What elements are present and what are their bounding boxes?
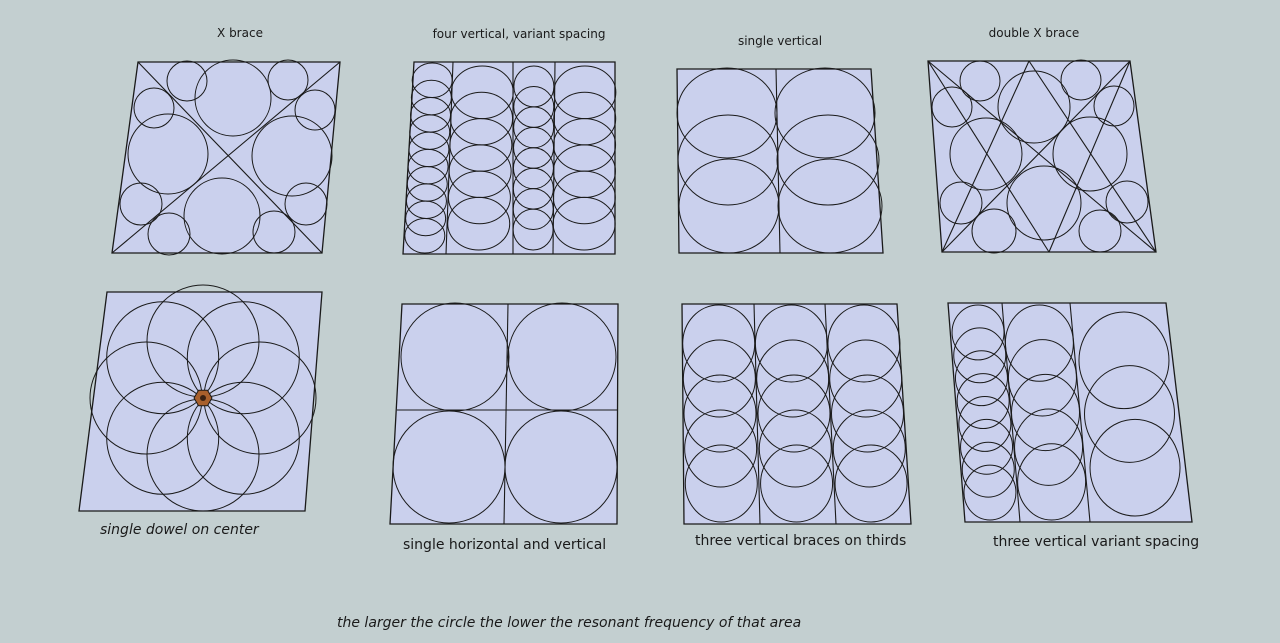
resonance-circle xyxy=(829,339,903,418)
resonance-circle xyxy=(1089,418,1181,517)
resonance-circle xyxy=(552,170,616,225)
resonance-circle xyxy=(684,409,758,488)
resonance-circle xyxy=(552,196,616,251)
resonance-circle xyxy=(956,373,1010,430)
panel-x-brace xyxy=(111,59,341,256)
panel-single-horizontal-vertical xyxy=(389,302,619,525)
resonance-circle xyxy=(827,304,901,383)
resonance-circle xyxy=(831,374,904,453)
resonance-circle xyxy=(1017,443,1087,521)
resonance-circle xyxy=(684,444,758,523)
resonance-circle xyxy=(682,304,756,383)
resonance-circle xyxy=(754,304,828,383)
resonance-circle xyxy=(1014,408,1084,486)
panel-double-x-brace xyxy=(927,59,1157,254)
resonance-circle xyxy=(1007,339,1077,417)
resonance-circle xyxy=(757,374,831,453)
resonance-circle xyxy=(1084,365,1175,463)
resonance-circle xyxy=(683,374,757,453)
label-three-vertical-thirds: three vertical braces on thirds xyxy=(695,533,906,549)
label-four-vertical: four vertical, variant spacing xyxy=(433,27,606,41)
label-x-brace: X brace xyxy=(217,26,263,40)
resonance-circle xyxy=(963,464,1017,521)
resonance-circle xyxy=(682,339,756,418)
resonance-circle xyxy=(756,339,830,418)
resonance-circle xyxy=(512,188,554,231)
dowel-icon xyxy=(193,389,213,407)
caption: the larger the circle the lower the reso… xyxy=(337,615,801,631)
panel-three-vertical-variant xyxy=(947,302,1193,523)
resonance-circle xyxy=(960,418,1014,475)
resonance-circle xyxy=(1004,304,1074,382)
panel-single-vertical xyxy=(676,67,884,254)
resonance-circle xyxy=(961,441,1015,498)
resonance-circle xyxy=(834,444,908,523)
resonance-circle xyxy=(1011,373,1080,452)
resonance-circle xyxy=(954,350,1008,407)
panel-three-vertical-thirds xyxy=(681,303,912,525)
label-double-x-brace: double X brace xyxy=(989,26,1080,40)
resonance-circle xyxy=(405,200,447,237)
resonance-circle xyxy=(512,208,554,251)
resonance-circle xyxy=(404,217,446,254)
label-three-vertical-variant: three vertical variant spacing xyxy=(993,534,1199,550)
panel-four-vertical xyxy=(402,61,617,255)
resonance-circle xyxy=(447,170,511,225)
label-single-horizontal-vertical: single horizontal and vertical xyxy=(403,537,606,553)
label-single-dowel: single dowel on center xyxy=(100,522,260,538)
label-single-vertical: single vertical xyxy=(738,34,822,48)
resonance-circle xyxy=(186,301,300,415)
resonance-circle xyxy=(951,304,1005,361)
resonance-circle xyxy=(447,196,511,251)
resonance-circle xyxy=(832,409,906,488)
resonance-circle xyxy=(758,409,832,488)
resonance-circle xyxy=(1078,311,1170,410)
resonance-circle xyxy=(958,395,1012,452)
panel-single-dowel xyxy=(78,284,323,512)
resonance-circle xyxy=(760,444,834,523)
resonance-circle xyxy=(953,327,1007,384)
